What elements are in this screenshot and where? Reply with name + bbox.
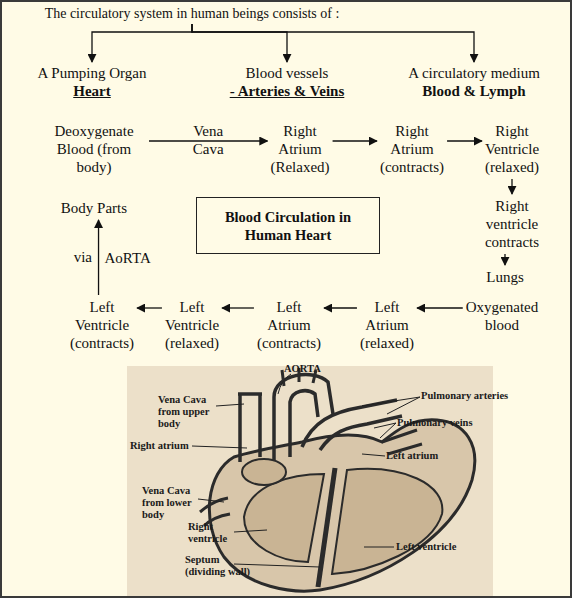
part-label: Right ventricle	[188, 521, 236, 545]
flow-arrow	[447, 140, 482, 141]
node-text: A circulatory medium	[408, 64, 540, 82]
node-text: Left Ventricle (relaxed)	[165, 298, 219, 352]
flow-arrow	[504, 254, 505, 265]
flow-arrow	[324, 307, 357, 308]
edge-label: Vena Cava	[186, 122, 230, 158]
flow-arrow	[417, 307, 463, 308]
septum-wall	[318, 468, 335, 587]
flow-step: Right ventricle contracts	[485, 197, 539, 251]
right-atrium-cavity	[242, 459, 286, 485]
node-text: A Pumping Organ	[38, 64, 147, 82]
flow-step: Right Ventricle (relaxed)	[485, 122, 539, 176]
flow-step: Left Ventricle (relaxed)	[165, 298, 219, 352]
node-text: Left Atrium (contracts)	[257, 298, 321, 352]
flow-step: Right Atrium (contracts)	[380, 122, 444, 176]
node-text: Left Ventricle (contracts)	[70, 298, 134, 352]
heart-outline	[209, 420, 474, 591]
flow-step: Right Atrium (Relaxed)	[270, 122, 329, 176]
flow-arrow	[222, 307, 254, 308]
node-text: Body Parts	[61, 199, 127, 217]
part-label: Vena Cava from lower body	[142, 485, 200, 521]
flow-arrow	[98, 220, 99, 295]
category-node: A circulatory mediumBlood & Lymph	[408, 64, 540, 100]
flow-arrow	[192, 24, 474, 62]
flow-arrow	[192, 24, 287, 62]
flow-step: Lungs	[486, 268, 524, 286]
part-label: Right atrium	[130, 440, 189, 452]
node-text: Deoxygenate Blood (from body)	[42, 122, 146, 176]
node-text: - Arteries & Veins	[230, 82, 345, 100]
node-text: Blood & Lymph	[408, 82, 540, 100]
node-text: Right ventricle contracts	[485, 197, 539, 251]
node-text: Blood Circulation in Human Heart	[219, 208, 357, 244]
right-ventricle-cavity	[244, 474, 324, 562]
flow-arrow	[137, 307, 162, 308]
left-ventricle-cavity	[332, 469, 442, 574]
part-label: Pulmonary arteries	[421, 390, 508, 402]
category-node: Blood vessels- Arteries & Veins	[230, 64, 345, 100]
flow-step: Left Atrium (relaxed)	[360, 298, 414, 352]
node-text: Blood vessels	[230, 64, 345, 82]
node-text: Right Atrium (contracts)	[380, 122, 444, 176]
title-box: Blood Circulation in Human Heart	[196, 197, 380, 254]
heading-node: The circulatory system in human beings c…	[45, 5, 340, 23]
node-text: Lungs	[486, 268, 524, 286]
flow-arrow	[92, 24, 192, 62]
part-label: Left atrium	[386, 450, 438, 462]
category-node: A Pumping OrganHeart	[38, 64, 147, 100]
part-label: Left ventricle	[396, 541, 456, 553]
node-text: Heart	[38, 82, 147, 100]
part-label: Pulmonary veins	[397, 417, 473, 429]
flow-step: Body Parts	[61, 199, 127, 217]
flow-arrow	[511, 179, 512, 194]
part-label: AORTA	[284, 363, 321, 375]
edge-label: AoRTA	[105, 249, 151, 267]
node-text: Oxygenated blood	[466, 298, 538, 334]
node-text: The circulatory system in human beings c…	[45, 5, 340, 23]
connector-note: via	[50, 248, 92, 266]
flow-arrow	[333, 140, 377, 141]
flow-step: Left Ventricle (contracts)	[70, 298, 134, 352]
node-text: Right Atrium (Relaxed)	[270, 122, 329, 176]
flow-step: Left Atrium (contracts)	[257, 298, 321, 352]
part-label: Septum (dividing wall)	[185, 554, 259, 578]
flow-step: Deoxygenate Blood (from body)	[42, 122, 146, 176]
node-text: Left Atrium (relaxed)	[360, 298, 414, 352]
node-text: Right Ventricle (relaxed)	[485, 122, 539, 176]
flow-step: Oxygenated blood	[466, 298, 538, 334]
part-label: Vena Cava from upper body	[158, 394, 216, 430]
